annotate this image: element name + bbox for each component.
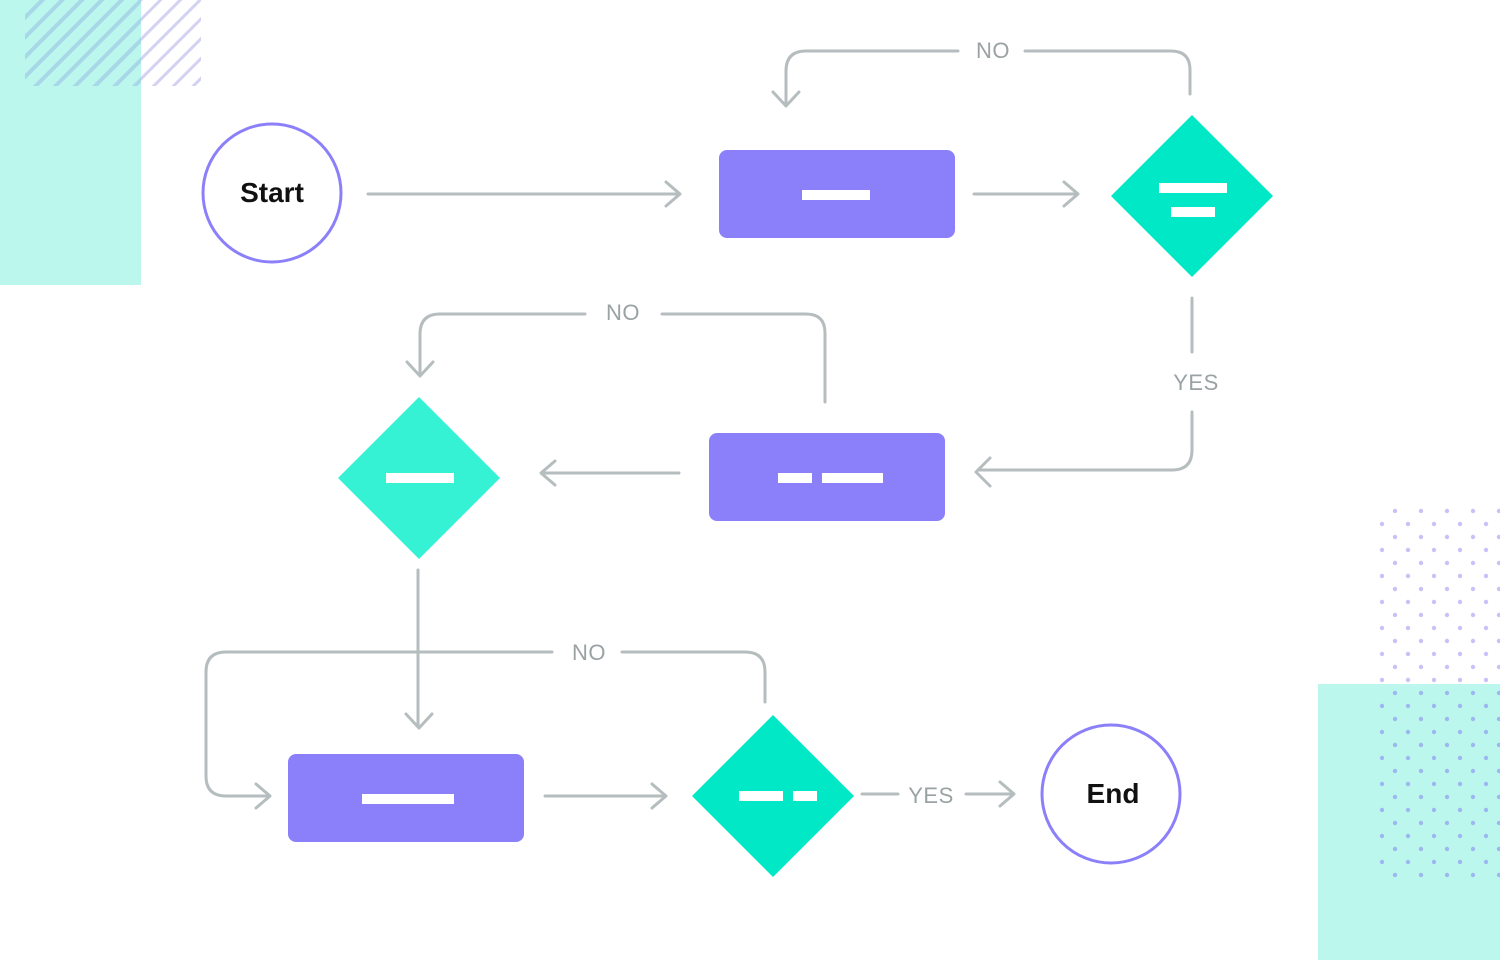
decision-1-text-placeholder-2 <box>1171 207 1215 217</box>
node-decision-3[interactable] <box>692 715 854 877</box>
decision-3-text-placeholder-1 <box>739 791 783 801</box>
node-process-2[interactable] <box>709 433 945 521</box>
edge-label-no-bottom: NO <box>572 640 606 665</box>
process-1-text-placeholder <box>802 190 870 200</box>
node-process-1[interactable] <box>719 150 955 238</box>
decor-dots-bottom-right <box>1372 505 1500 684</box>
edges <box>204 49 1194 810</box>
arrowhead-process-2-right <box>974 456 992 488</box>
edge-label-no-middle: NO <box>606 300 640 325</box>
node-start[interactable]: Start <box>201 122 343 264</box>
edge-process-2-no-loop <box>660 312 827 404</box>
edge-label-yes-bottom: YES <box>908 783 954 808</box>
arrowhead-decision-2-right <box>539 459 557 487</box>
decor-stripes-light-top-left <box>141 0 201 86</box>
decor-top-left <box>0 0 201 285</box>
edge-decision-1-no-loop-2 <box>784 49 960 106</box>
node-end[interactable]: End <box>1040 723 1182 865</box>
decision-2-text-placeholder <box>386 473 454 483</box>
decision-1-diamond <box>1111 115 1273 277</box>
edge-labels: NO YES NO NO YES <box>572 38 1219 808</box>
edge-decision-3-no-loop <box>620 650 767 704</box>
end-label: End <box>1087 778 1140 809</box>
arrowhead-decision-1-left <box>1062 180 1080 208</box>
node-process-3[interactable] <box>288 754 524 842</box>
node-decision-1[interactable] <box>1111 115 1273 277</box>
process-2-text-placeholder-2 <box>822 473 883 483</box>
edge-label-no-top: NO <box>976 38 1010 63</box>
edge-label-yes-right: YES <box>1173 370 1219 395</box>
arrowhead-decision-3-left <box>650 782 668 810</box>
arrowhead-process-1-top <box>771 90 801 108</box>
arrowhead-process-3-left <box>254 782 272 810</box>
decision-1-text-placeholder-1 <box>1159 183 1227 193</box>
edge-process-2-no-loop-2 <box>418 312 587 376</box>
arrowhead-process-3-top <box>404 712 434 730</box>
decor-bottom-right <box>1318 505 1500 960</box>
start-circle <box>201 122 343 264</box>
decor-stripes-top-left <box>25 0 141 86</box>
edge-decision-1-no-loop <box>1023 49 1192 96</box>
edge-decision-3-no-loop-2 <box>204 650 554 798</box>
decor-dots-on-mint <box>1372 684 1500 884</box>
decision-3-text-placeholder-2 <box>793 791 817 801</box>
arrowhead-end-left <box>998 780 1016 808</box>
start-label: Start <box>240 177 304 208</box>
end-circle <box>1040 723 1182 865</box>
node-decision-2[interactable] <box>338 397 500 559</box>
edge-decision-1-yes-2 <box>976 410 1194 472</box>
process-2-text-placeholder-1 <box>778 473 812 483</box>
arrowhead-decision-2-top <box>405 360 435 378</box>
process-3-text-placeholder <box>362 794 454 804</box>
arrowhead-process-1-left <box>664 180 682 208</box>
